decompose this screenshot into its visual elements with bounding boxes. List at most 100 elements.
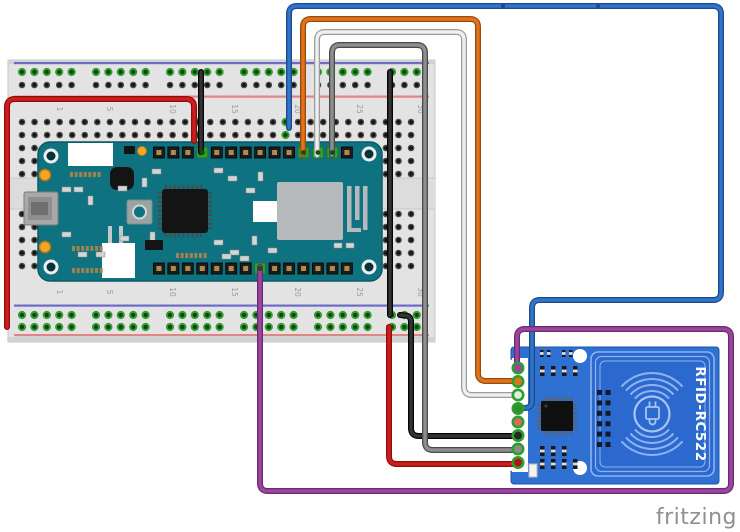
- smd-component: [151, 168, 162, 175]
- breadboard-hole: [18, 81, 26, 89]
- breadboard-hole: [413, 81, 421, 89]
- breadboard-hole-connected: [190, 67, 199, 77]
- breadboard-hole: [94, 131, 101, 139]
- breadboard-hole: [68, 118, 76, 126]
- breadboard-hole: [294, 131, 302, 139]
- breadboard-hole-connected: [17, 67, 27, 77]
- breadboard-hole: [18, 157, 26, 165]
- breadboard-hole-connected: [351, 67, 360, 77]
- breadboard-hole: [18, 131, 26, 139]
- breadboard-hole: [131, 118, 139, 126]
- breadboard-hole: [119, 131, 126, 139]
- arduino-pin-center: [301, 150, 306, 155]
- breadboard-bottom-edge: [8, 337, 435, 342]
- rfid-passives: [528, 350, 611, 478]
- antenna-center-circle: [633, 395, 671, 433]
- breadboard-hole-connected: [129, 322, 138, 332]
- rfid-module-label: RFID-RC522: [692, 366, 708, 461]
- breadboard-hole: [219, 131, 227, 139]
- smd-component: [141, 177, 148, 188]
- breadboard-hole: [319, 131, 327, 139]
- column-label: 1: [55, 290, 64, 295]
- fritzing-watermark: fritzing: [655, 505, 737, 530]
- breadboard-hole-connected: [412, 67, 421, 77]
- castellation: [108, 226, 112, 243]
- breadboard-hole-connected: [281, 130, 290, 140]
- breadboard-hole: [156, 131, 164, 139]
- breadboard-hole: [106, 118, 114, 126]
- breadboard-hole: [357, 131, 365, 139]
- breadboard-hole-connected: [67, 67, 76, 77]
- breadboard-hole: [31, 262, 38, 270]
- breadboard-hole: [191, 81, 199, 89]
- breadboard-hole-connected: [203, 322, 212, 332]
- breadboard-hole: [81, 118, 89, 126]
- breadboard-hole-connected: [55, 322, 64, 332]
- breadboard-hole: [68, 131, 76, 139]
- breadboard-hole: [407, 262, 415, 270]
- breadboard-hole: [395, 223, 402, 231]
- breadboard-hole-connected: [252, 67, 261, 77]
- breadboard-hole-connected: [400, 67, 409, 77]
- rfid-pin-7: [511, 442, 525, 456]
- smd-component: [213, 239, 224, 246]
- arduino-passives: [61, 167, 355, 273]
- breadboard-hole: [18, 118, 26, 126]
- breadboard-hole: [216, 81, 223, 89]
- breadboard-hole-connected: [363, 322, 372, 332]
- column-label: 10: [168, 104, 177, 114]
- breadboard-hole: [265, 81, 273, 89]
- breadboard-hole: [357, 118, 365, 126]
- breadboard-hole-connected: [91, 67, 101, 77]
- breadboard-hole-connected: [338, 67, 347, 77]
- breadboard-hole: [31, 118, 38, 126]
- breadboard-hole: [142, 81, 149, 89]
- arduino-pin-center: [315, 150, 321, 155]
- column-label: 30: [416, 104, 425, 114]
- nina-radio-module: [277, 182, 368, 240]
- breadboard-hole-connected: [91, 322, 101, 332]
- breadboard-hole: [407, 210, 415, 218]
- rfid-tag-icon: [645, 401, 660, 426]
- breadboard-hole-connected: [277, 322, 286, 332]
- breadboard-hole-connected: [264, 310, 273, 320]
- breadboard-hole-connected: [203, 310, 212, 320]
- breadboard-hole: [407, 157, 415, 165]
- breadboard-hole-connected: [277, 310, 286, 320]
- breadboard-hole: [244, 131, 252, 139]
- column-label: 20: [293, 287, 302, 297]
- wires: [4, 3, 734, 494]
- breadboard-hole: [407, 131, 415, 139]
- bottom-rail-red-line: [14, 334, 429, 337]
- smd-component: [87, 195, 94, 206]
- breadboard-hole: [18, 262, 26, 270]
- breadboard-hole: [179, 81, 186, 89]
- breadboard-hole: [395, 170, 402, 178]
- breadboard-hole-connected: [239, 67, 249, 77]
- breadboard-hole-connected: [129, 67, 138, 77]
- breadboard-hole-connected: [412, 322, 421, 332]
- smd-component: [119, 235, 130, 242]
- breadboard-hole: [244, 118, 252, 126]
- breadboard-hole-connected: [351, 322, 360, 332]
- breadboard-hole: [31, 144, 38, 152]
- breadboard-hole-connected: [363, 310, 372, 320]
- breadboard-hole: [219, 118, 227, 126]
- breadboard-hole-connected: [42, 310, 51, 320]
- breadboard-hole-connected: [141, 67, 150, 77]
- breadboard-hole-connected: [104, 322, 113, 332]
- breadboard-hole: [269, 131, 277, 139]
- breadboard-hole: [117, 81, 125, 89]
- top-rail-red-line: [14, 95, 429, 98]
- smd-component: [77, 251, 88, 258]
- rfid-pin-4: [511, 401, 525, 415]
- breadboard-hole: [395, 210, 402, 218]
- rfid-hole: [573, 349, 587, 363]
- rfid-pin-1: [511, 361, 525, 375]
- breadboard-hole: [144, 131, 151, 139]
- breadboard-hole-connected: [313, 322, 323, 332]
- breadboard-hole-connected: [264, 322, 273, 332]
- breadboard-hole: [43, 131, 51, 139]
- mcu-chip: [158, 185, 212, 237]
- breadboard-hole: [206, 131, 214, 139]
